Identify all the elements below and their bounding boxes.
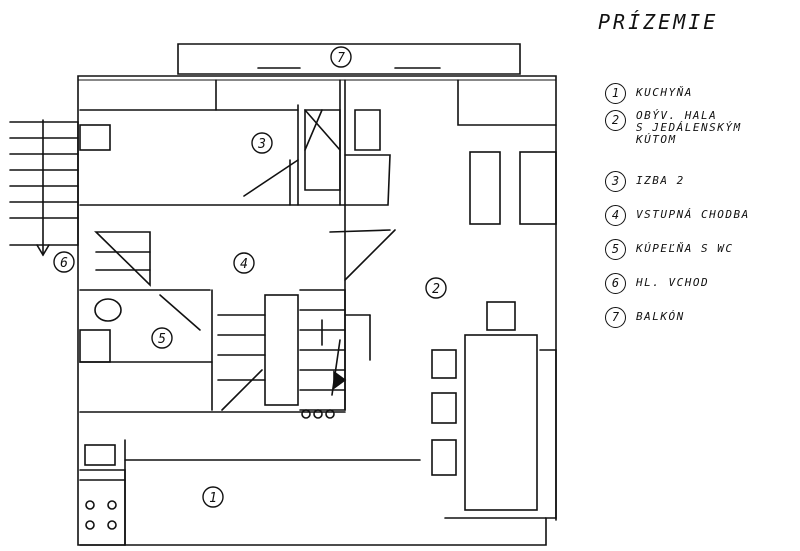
legend-number: 1 [605,82,626,104]
legend-item: 4 VSTUPNÁ CHODBA [605,198,800,232]
room-marker-4 [233,252,255,274]
balcony-outline [177,43,521,75]
legend-label: KUCHYŇA [636,86,693,99]
legend-item: 3 IZBA 2 [605,164,800,198]
plan-title: PRÍZEMIE [598,10,719,34]
legend-number: 6 [605,272,626,294]
external-stair [9,121,79,246]
legend-item: 7 BALKÓN [605,300,800,334]
room-label-2: 2 [432,282,440,297]
room-marker-6 [53,251,75,273]
legend-label: VSTUPNÁ CHODBA [636,208,750,221]
room-label-4: 4 [240,257,248,272]
legend-label: HL. VCHOD [636,276,710,289]
legend-label: OBÝV. HALA S JEDÁLENSKÝM KÚTOM [636,109,742,146]
room-marker-3 [251,132,273,154]
room-label-3: 3 [257,137,266,152]
legend: 1 KUCHYŇA 2 OBÝV. HALA S JEDÁLENSKÝM KÚT… [605,76,800,334]
legend-number: 7 [605,306,626,328]
room-marker-7 [330,46,352,68]
legend-label: BALKÓN [636,310,685,323]
legend-number: 2 [605,110,626,131]
legend-number: 3 [605,170,626,192]
room-marker-5 [151,327,173,349]
legend-number: 5 [605,238,626,260]
room-label-7: 7 [337,51,345,66]
legend-item: 2 OBÝV. HALA S JEDÁLENSKÝM KÚTOM [605,110,800,164]
legend-item: 6 HL. VCHOD [605,266,800,300]
legend-item: 5 KÚPEĽŇA S WC [605,232,800,266]
legend-item: 1 KUCHYŇA [605,76,800,110]
room-label-5: 5 [158,332,166,347]
room-label-1: 1 [209,491,217,506]
legend-label: KÚPEĽŇA S WC [636,242,734,255]
room-marker-2 [425,277,447,299]
room-marker-1 [202,486,224,508]
legend-number: 4 [605,204,626,226]
room-label-6: 6 [60,256,68,271]
legend-label: IZBA 2 [636,174,685,187]
